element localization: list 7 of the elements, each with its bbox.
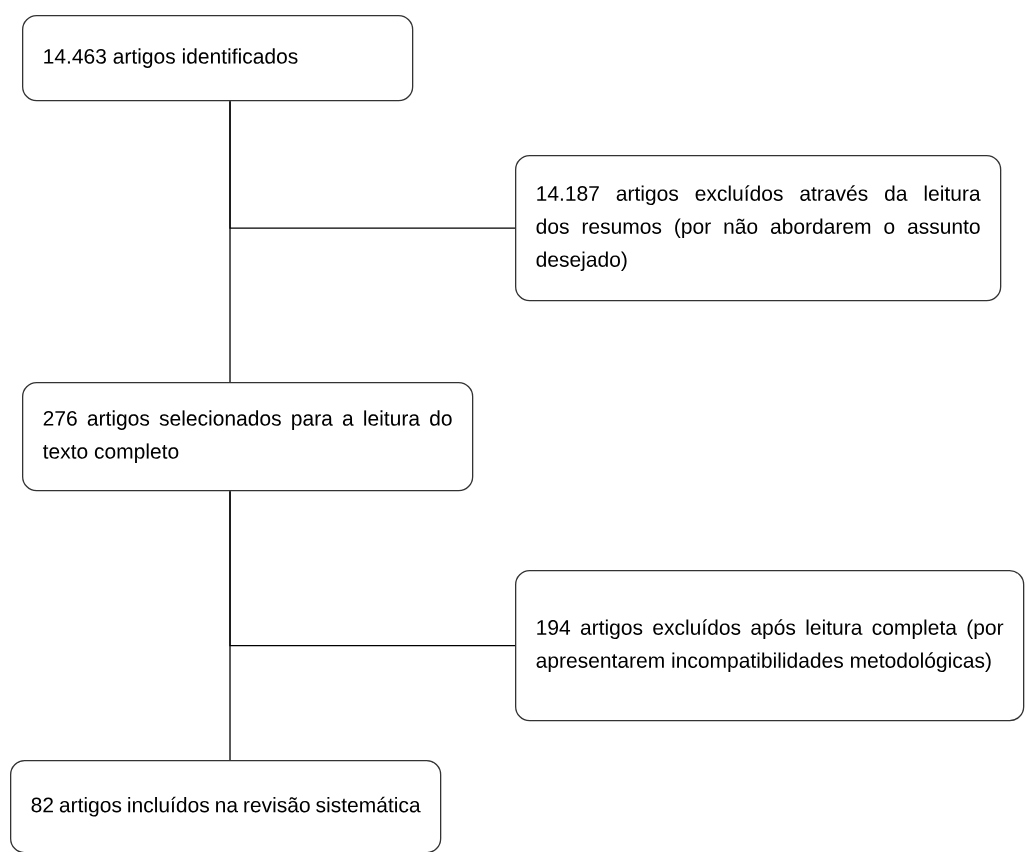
connector-line — [229, 100, 516, 229]
process-box: 82 artigos incluídos na revisão sistemática — [10, 760, 442, 852]
process-box: 14.463 artigos identificados — [22, 15, 414, 102]
process-box: 276 artigos selecionados para a leitura do texto completo — [22, 382, 474, 492]
connector-line — [229, 490, 516, 647]
process-box: 14.187 artigos excluídos através da leitura dos resumos (por não abordarem o assunto desejado) — [515, 155, 1002, 302]
process-box: 194 artigos excluídos após leitura completa (por apresentarem incompatibilidades metodológicas) — [515, 570, 1025, 722]
